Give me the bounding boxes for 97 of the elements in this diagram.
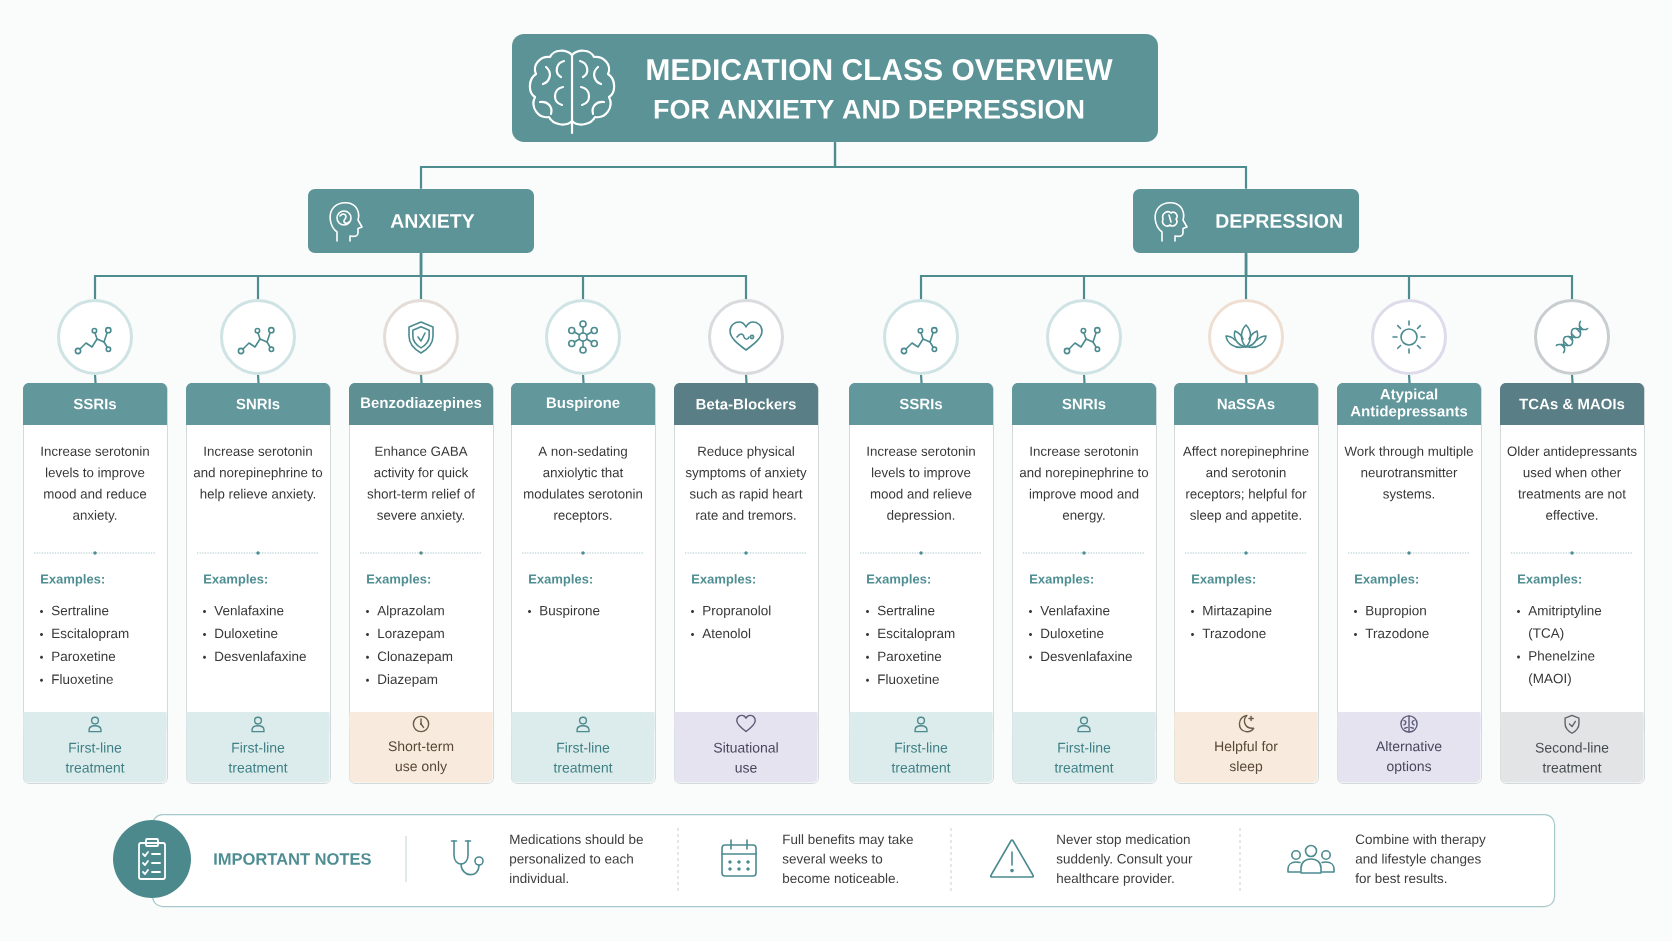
card-header: SNRIs [1012, 383, 1156, 425]
card-header: Buspirone [511, 383, 655, 425]
description: Enhance GABA activity for quick short-term relief of severe anxiety. [367, 446, 475, 523]
description: Affect norepinephrine and serotonin receptors; helpful for sleep and appetite. [1182, 446, 1309, 523]
examples-heading: Examples: [1518, 574, 1581, 587]
footer-band: First-line treatment [1012, 712, 1156, 783]
examples-heading: Examples: [867, 574, 930, 587]
list-item: Desvenlafaxine [215, 651, 306, 662]
connector-line [1082, 374, 1086, 384]
lotus-icon [1208, 299, 1284, 375]
connector-line [419, 374, 423, 384]
card-header: NaSSAs [1174, 383, 1318, 425]
list-item: Escitalopram [52, 628, 129, 641]
sun-icon [1371, 299, 1447, 375]
footer-band: First-line treatment [23, 712, 167, 783]
footer-band: Short-term use only [349, 712, 493, 783]
list-item: Clonazepam [377, 651, 453, 664]
list-item: Desvenlafaxine [1041, 651, 1132, 662]
connector-line [256, 374, 260, 384]
card-header: Atypical Antidepressants [1337, 383, 1481, 425]
list-item: Buspirone [540, 605, 600, 618]
shield-icon [383, 299, 459, 375]
title-banner: MEDICATION CLASS OVERVIEW FOR ANXIETY AND DEPRESSION [512, 34, 1158, 142]
network-icon [545, 299, 621, 375]
description: Increase serotonin levels to improve mood and reduce anxiety. [41, 446, 149, 523]
notes-heading: IMPORTANT NOTES [214, 853, 371, 865]
connector-line [419, 253, 748, 299]
examples-heading: Examples: [41, 574, 104, 587]
list-item: Bupropion [1366, 605, 1426, 618]
connector-line [1407, 374, 1411, 384]
list-item: Trazodone [1365, 628, 1429, 639]
molecule-icon [220, 299, 296, 375]
list-item: Duloxetine [1041, 628, 1104, 639]
footer-band: Helpful for sleep [1174, 712, 1318, 783]
connector-line [833, 142, 1248, 189]
list-item: Sertraline [877, 605, 935, 616]
card-header: SNRIs [186, 383, 330, 425]
footer-band: First-line treatment [511, 712, 655, 783]
examples-heading: Examples: [204, 574, 267, 587]
list-item: Phenelzine (MAOI) [1529, 650, 1595, 686]
footer-band: Alternative options [1337, 712, 1481, 783]
description: Reduce physical symptoms of anxiety such as rapid heart rate and tremors. [685, 446, 807, 520]
note-text: Never stop medication suddenly. Consult your healthcare provider. [1056, 834, 1193, 886]
examples-heading: Examples: [1192, 574, 1255, 587]
examples-heading: Examples: [692, 574, 755, 587]
description: A non-sedating anxiolytic that modulates serotonin receptors. [524, 446, 642, 523]
dna-icon [1534, 299, 1610, 375]
list-item: Venlafaxine [214, 605, 284, 616]
description: Increase serotonin and norepinephrine to help relieve anxiety. [193, 446, 323, 502]
card-header: Benzodiazepines [349, 383, 493, 425]
footer-band: Second-line treatment [1500, 712, 1644, 783]
card-header: Beta-Blockers [674, 383, 818, 425]
connector-line [1244, 374, 1248, 384]
connector-line [919, 374, 923, 384]
footer-band: First-line treatment [186, 712, 330, 783]
list-item: Sertraline [51, 605, 109, 616]
list-item: Paroxetine [52, 651, 116, 662]
molecule-icon [1046, 299, 1122, 375]
examples-heading: Examples: [1355, 574, 1418, 587]
list-item: Trazodone [1202, 628, 1266, 639]
category-box: DEPRESSION [1133, 189, 1359, 253]
list-item: Propranolol [703, 605, 771, 618]
connector-line [1570, 374, 1574, 384]
note-text: Combine with therapy and lifestyle changes for best results. [1355, 834, 1486, 884]
card-header: SSRIs [23, 383, 167, 425]
description: Increase serotonin levels to improve mood and relieve depression. [867, 446, 975, 523]
list-item: Venlafaxine [1040, 605, 1110, 616]
card-header: TCAs & MAOIs [1500, 383, 1644, 425]
description: Work through multiple neurotransmitter systems. [1344, 446, 1473, 502]
list-item: Lorazepam [378, 628, 444, 641]
description: Increase serotonin and norepinephrine to improve mood and energy. [1019, 446, 1149, 523]
connector-line [581, 374, 585, 384]
list-item: Duloxetine [215, 628, 278, 639]
molecule-icon [57, 299, 133, 375]
list-item: Fluoxetine [878, 674, 939, 684]
list-item: Atenolol [702, 628, 751, 639]
list-item: Escitalopram [878, 628, 955, 641]
examples-heading: Examples: [1030, 574, 1093, 587]
molecule-icon [883, 299, 959, 375]
list-item: Diazepam [378, 674, 438, 687]
examples-heading: Examples: [367, 574, 430, 587]
examples-heading: Examples: [529, 574, 592, 587]
list-item: Mirtazapine [1203, 605, 1272, 618]
list-item: Paroxetine [878, 651, 942, 662]
list-item: Amitriptyline (TCA) [1528, 605, 1602, 641]
list-item: Alprazolam [377, 605, 444, 618]
connector-line [93, 374, 97, 384]
footer-band: Situational use [674, 712, 818, 783]
card-header: SSRIs [849, 383, 993, 425]
connector-line [744, 374, 748, 384]
connector-line [1244, 253, 1574, 299]
note-text: Medications should be personalized to each individual. [510, 834, 643, 884]
description: Older antidepressants used when other treatments are not effective. [1507, 446, 1637, 520]
footer-band: First-line treatment [849, 712, 993, 783]
note-text: Full benefits may take several weeks to become noticeable. [782, 834, 913, 884]
list-item: Fluoxetine [52, 674, 113, 684]
category-box: ANXIETY [308, 189, 534, 253]
